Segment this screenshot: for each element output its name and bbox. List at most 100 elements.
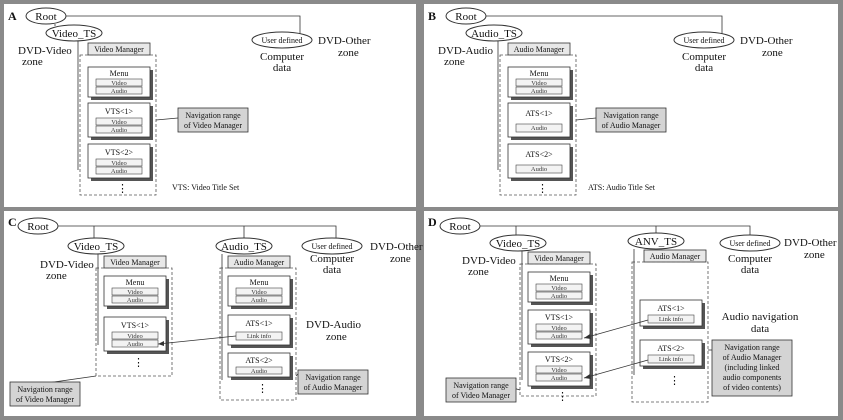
- zone1-line1: DVD-Video: [462, 255, 516, 267]
- amenu-label: Menu: [250, 278, 269, 287]
- zone1-line1: DVD-Video: [40, 259, 94, 271]
- vset-video: Video: [127, 333, 143, 340]
- computer-line2: data: [323, 264, 341, 276]
- aset1-label: ATS<1>: [245, 319, 273, 328]
- ts-node: [465, 24, 523, 42]
- audionav-line2: data: [751, 323, 769, 335]
- ts2-label: Audio_TS: [221, 241, 267, 253]
- video-manager-box: [103, 255, 167, 269]
- nav-range-outline: [79, 54, 157, 196]
- panel-a: A Root Video_TS DVD-Video zone Video Man…: [8, 7, 371, 196]
- nav-range-box-audio: [711, 339, 793, 397]
- zone2-line1: DVD-Audio: [306, 319, 361, 331]
- vset-audio: Audio: [127, 341, 143, 348]
- nav1-line1: Navigation range: [453, 381, 509, 390]
- video-ts-node: [489, 234, 547, 252]
- aset1-label: ATS<1>: [657, 304, 685, 313]
- menu-label: Menu: [110, 69, 129, 78]
- user-defined-node: [719, 234, 781, 252]
- vmenu-label: Menu: [550, 274, 569, 283]
- vset1-video: Video: [551, 325, 567, 332]
- arrow-head-icon: [158, 341, 164, 346]
- ts-label: Audio_TS: [471, 28, 517, 40]
- link-arrow-1: [583, 319, 649, 339]
- nav-pointer: [575, 117, 597, 121]
- nav-range-box-video: [9, 381, 81, 407]
- aset1-linkinfo: Link info: [659, 316, 683, 323]
- computer-line2: data: [741, 264, 759, 276]
- nav2-line2: of Audio Manager: [304, 383, 363, 392]
- aset2-linkinfo: Link info: [659, 356, 683, 363]
- vset1-label: VTS<1>: [545, 313, 574, 322]
- set1-audio: Audio: [111, 127, 127, 134]
- set1-audio: Audio: [531, 125, 547, 132]
- nav-range-box-video: [445, 377, 517, 403]
- user-defined-node: [251, 31, 313, 49]
- vset2-video: Video: [551, 367, 567, 374]
- nav2-line1: Navigation range: [305, 373, 361, 382]
- other-line1: DVD-Other: [740, 35, 793, 47]
- set1-label: VTS<1>: [105, 107, 134, 116]
- audio-ts-node: [215, 237, 273, 255]
- set1-label: ATS<1>: [525, 109, 553, 118]
- nav1-line2: of Video Manager: [452, 391, 510, 400]
- video-nav-outline: [519, 263, 597, 397]
- ellipsis: ⋮: [117, 183, 128, 195]
- panel-letter: B: [428, 9, 436, 23]
- panel-letter: D: [428, 215, 437, 229]
- vset2-audio: Audio: [551, 375, 567, 382]
- menu-label: Menu: [530, 69, 549, 78]
- manager1-label: Video Manager: [110, 258, 160, 267]
- video-nav-outline: [95, 267, 173, 377]
- set2-label: ATS<2>: [525, 150, 553, 159]
- zone-line2: zone: [22, 56, 43, 68]
- vmenu-audio: Audio: [551, 293, 567, 300]
- computer-line1: Computer: [728, 253, 772, 265]
- vmenu-video: Video: [551, 285, 567, 292]
- ellipsis: ⋮: [557, 391, 568, 403]
- menu-audio: Audio: [531, 88, 547, 95]
- nav-range-box: [595, 107, 667, 133]
- nav2-line2: of Audio Manager: [723, 353, 782, 362]
- nav2-line1: Navigation range: [724, 343, 780, 352]
- set2-label: VTS<2>: [105, 148, 134, 157]
- zone-line1: DVD-Video: [18, 45, 72, 57]
- amenu-video: Video: [251, 289, 267, 296]
- audio-nav-outline: [219, 267, 297, 401]
- link-arrow-2: [583, 359, 649, 379]
- audio-manager-box: [227, 255, 291, 269]
- aset2-audio: Audio: [251, 368, 267, 375]
- nav-line2: of Audio Manager: [602, 121, 661, 130]
- nav-range-outline: [499, 54, 577, 196]
- root-connector: [58, 225, 337, 240]
- root-label: Root: [455, 11, 476, 23]
- video-manager-box: [527, 251, 591, 265]
- userdef-label: User defined: [729, 239, 770, 248]
- nav1-line1: Navigation range: [17, 385, 73, 394]
- set2-audio: Audio: [531, 166, 547, 173]
- nav-range-box-audio: [297, 369, 369, 395]
- nav1-line2: of Video Manager: [16, 395, 74, 404]
- set2-video: Video: [111, 160, 127, 167]
- arrow-head-icon: [584, 334, 591, 339]
- ellipsis: ⋮: [257, 383, 268, 395]
- computer-line1: Computer: [260, 51, 304, 63]
- zone-line2: zone: [444, 56, 465, 68]
- root-label: Root: [449, 221, 470, 233]
- nav2-line3: (including linked: [725, 363, 780, 372]
- audionav-line1: Audio navigation: [722, 311, 799, 323]
- ts1-label: Video_TS: [496, 238, 541, 250]
- ts2-label: ANV_TS: [635, 236, 677, 248]
- other-line1: DVD-Other: [784, 237, 837, 249]
- other-line2: zone: [338, 47, 359, 59]
- user-defined-node: [673, 31, 735, 49]
- anv-ts-node: [627, 232, 685, 250]
- ellipsis: ⋮: [133, 357, 144, 369]
- menu-video: Video: [531, 80, 547, 87]
- menu-video: Video: [111, 80, 127, 87]
- linkinfo-label: Link info: [247, 333, 271, 340]
- root-connector: [486, 15, 723, 34]
- zone1-line2: zone: [468, 266, 489, 278]
- root-connector: [480, 225, 751, 238]
- ts1-label: Video_TS: [74, 241, 119, 253]
